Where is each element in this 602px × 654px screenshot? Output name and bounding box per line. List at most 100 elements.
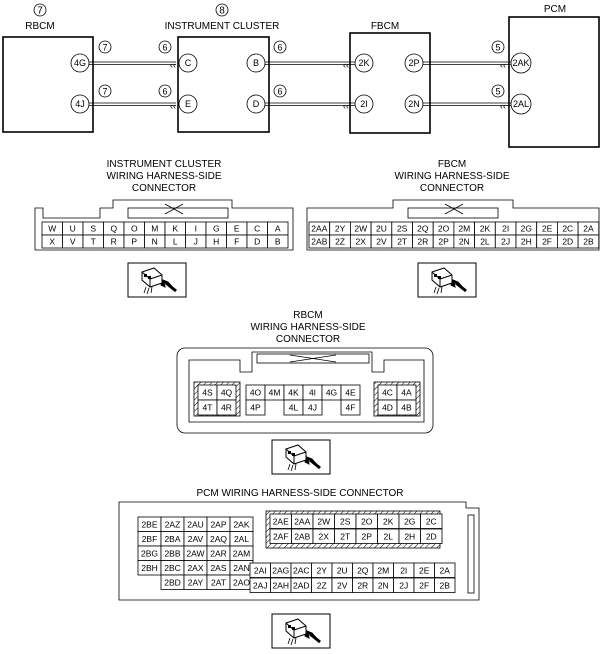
connector-pin-cell: 2Z <box>329 234 351 249</box>
pin-cell-label: 2AD <box>293 580 310 590</box>
plug-hole <box>288 625 291 628</box>
pin-cell-label: V <box>70 237 76 247</box>
pin-cell-label: 2Q <box>357 565 369 575</box>
pin-label: E <box>185 99 191 109</box>
plug-wires <box>433 286 443 295</box>
pin-cell-label: 2S <box>340 516 351 526</box>
pin-cell-label: 2AW <box>186 548 204 558</box>
pin-cell-label: 4E <box>345 388 356 398</box>
ic-number-circle <box>215 3 229 17</box>
pin-cell-label: S <box>90 224 96 234</box>
connector-pin-cell: 2C <box>420 513 443 529</box>
pin-cell-label: P <box>131 237 137 247</box>
connector-pin-cell: A <box>267 221 289 236</box>
pin-cell-label: 2Y <box>335 224 346 234</box>
connector-pin-cell: 2V <box>370 234 393 249</box>
connector-pin-cell: R <box>103 234 125 249</box>
connector-pin-cell: 2AQ <box>206 531 231 547</box>
view-arrow-shaft <box>455 281 467 293</box>
terminal-circle <box>70 53 90 73</box>
connector-pin-cell: 2K <box>377 513 400 529</box>
connector-pin-cell: 2O <box>432 221 455 236</box>
pin-cell-label: 2F <box>419 580 429 590</box>
pcm-connector-title: PCM WIRING HARNESS-SIDE CONNECTOR <box>196 488 403 499</box>
title-line: FBCM <box>438 159 466 170</box>
pin-cell-label: 2Z <box>335 237 345 247</box>
connector-pin-cell: 2H <box>515 234 538 249</box>
pin-cell-label: A <box>275 224 281 234</box>
pin-cell-label: 2A <box>583 224 594 234</box>
pin-cell-label: E <box>234 224 240 234</box>
connector-pin-cell: 2BG <box>137 545 162 561</box>
connector-view-icon <box>271 439 331 475</box>
ic-connector-title: INSTRUMENT CLUSTER WIRING HARNESS-SIDE C… <box>106 159 221 194</box>
pin-cell-label: 2M <box>458 224 470 234</box>
connector-pin-cell: 2BA <box>160 531 185 547</box>
wire-rbcm-ic-bottom: ‹‹ 7 6 <box>89 84 176 111</box>
terminal-circle <box>404 94 424 114</box>
connector-chevron: ‹‹ <box>343 101 349 111</box>
pin-label: 2I <box>360 99 368 109</box>
pin-label: 2N <box>408 99 420 109</box>
pin-cell-label: 2X <box>356 237 367 247</box>
connector-pin-cell: O <box>123 221 145 236</box>
pcm-pin-2ak: 2AK <box>510 52 532 74</box>
ic-module-box <box>177 36 270 133</box>
wire-label: 6 <box>162 87 167 97</box>
pin-cell-label: T <box>91 237 96 247</box>
pin-cell-label: G <box>213 224 220 234</box>
rbcm-number-circle <box>33 3 47 17</box>
connector-pin-cell: 2AG <box>270 562 292 578</box>
pin-cell-label: 4J <box>308 403 317 413</box>
connector-pin-cell: 4D <box>377 399 398 416</box>
connector-pin-cell: 2AO <box>229 574 254 590</box>
pin-cell-label: 2E <box>419 565 430 575</box>
connector-pin-cell: N <box>144 234 166 249</box>
connector-view-icon <box>127 262 187 298</box>
pin-cell-label: 2AG <box>272 565 289 575</box>
pin-cell-label: C <box>254 224 260 234</box>
connector-pin-cell: 2L <box>474 234 496 249</box>
fbcm-pin-2k: 2K <box>354 53 374 73</box>
pin-cell-label: 2Q <box>417 224 429 234</box>
connector-view-icon <box>271 613 331 649</box>
pin-cell-label: 4D <box>382 403 393 413</box>
pcm-connector-side-rail <box>467 514 475 594</box>
view-arrow <box>450 279 467 292</box>
connector-pin-cell: 2Q <box>352 562 374 578</box>
connector-pin-cell: 2T <box>391 234 413 249</box>
pin-cell-label: 2BE <box>141 519 157 529</box>
connector-pin-cell: 4R <box>216 399 237 416</box>
pin-cell-label: H <box>213 237 219 247</box>
connector-pin-cell: 2BB <box>160 545 185 561</box>
wire-label: 7 <box>102 43 107 53</box>
wire-label-circle <box>158 40 172 54</box>
pin-cell-label: 4T <box>203 403 213 413</box>
pin-cell-label: 2G <box>404 516 415 526</box>
connector-pin-cell: 2BH <box>137 560 162 576</box>
connector-chevron: ‹‹ <box>170 60 176 70</box>
pin-cell-label: 2AE <box>273 516 289 526</box>
pin-cell-label: 4C <box>382 388 393 398</box>
pin-cell-label: 2J <box>501 237 510 247</box>
connector-pin-cell: 2AY <box>183 574 208 590</box>
connector-pin-cell: 2BE <box>137 516 162 532</box>
latch-mark <box>289 354 337 363</box>
pin-cell-label: 2BA <box>164 534 180 544</box>
pin-cell-label: 2T <box>397 237 407 247</box>
pin-label: D <box>253 99 260 109</box>
pin-cell-label: 2W <box>354 224 367 234</box>
fbcm-pin-2i: 2I <box>354 94 374 114</box>
pin-label: B <box>253 58 259 68</box>
terminal-circle <box>246 94 266 114</box>
ic-pin-d: D <box>246 94 266 114</box>
pin-cell-label: 2C <box>562 224 573 234</box>
connector-pin-cell: 2F <box>413 577 435 593</box>
ic-pin-b: B <box>246 53 266 73</box>
plug-hole <box>292 453 295 456</box>
terminal-circle <box>354 94 374 114</box>
pin-cell-label: 2AV <box>188 534 204 544</box>
pin-cell-label: 2BG <box>141 548 158 558</box>
pin-cell-label: 2BF <box>142 534 158 544</box>
